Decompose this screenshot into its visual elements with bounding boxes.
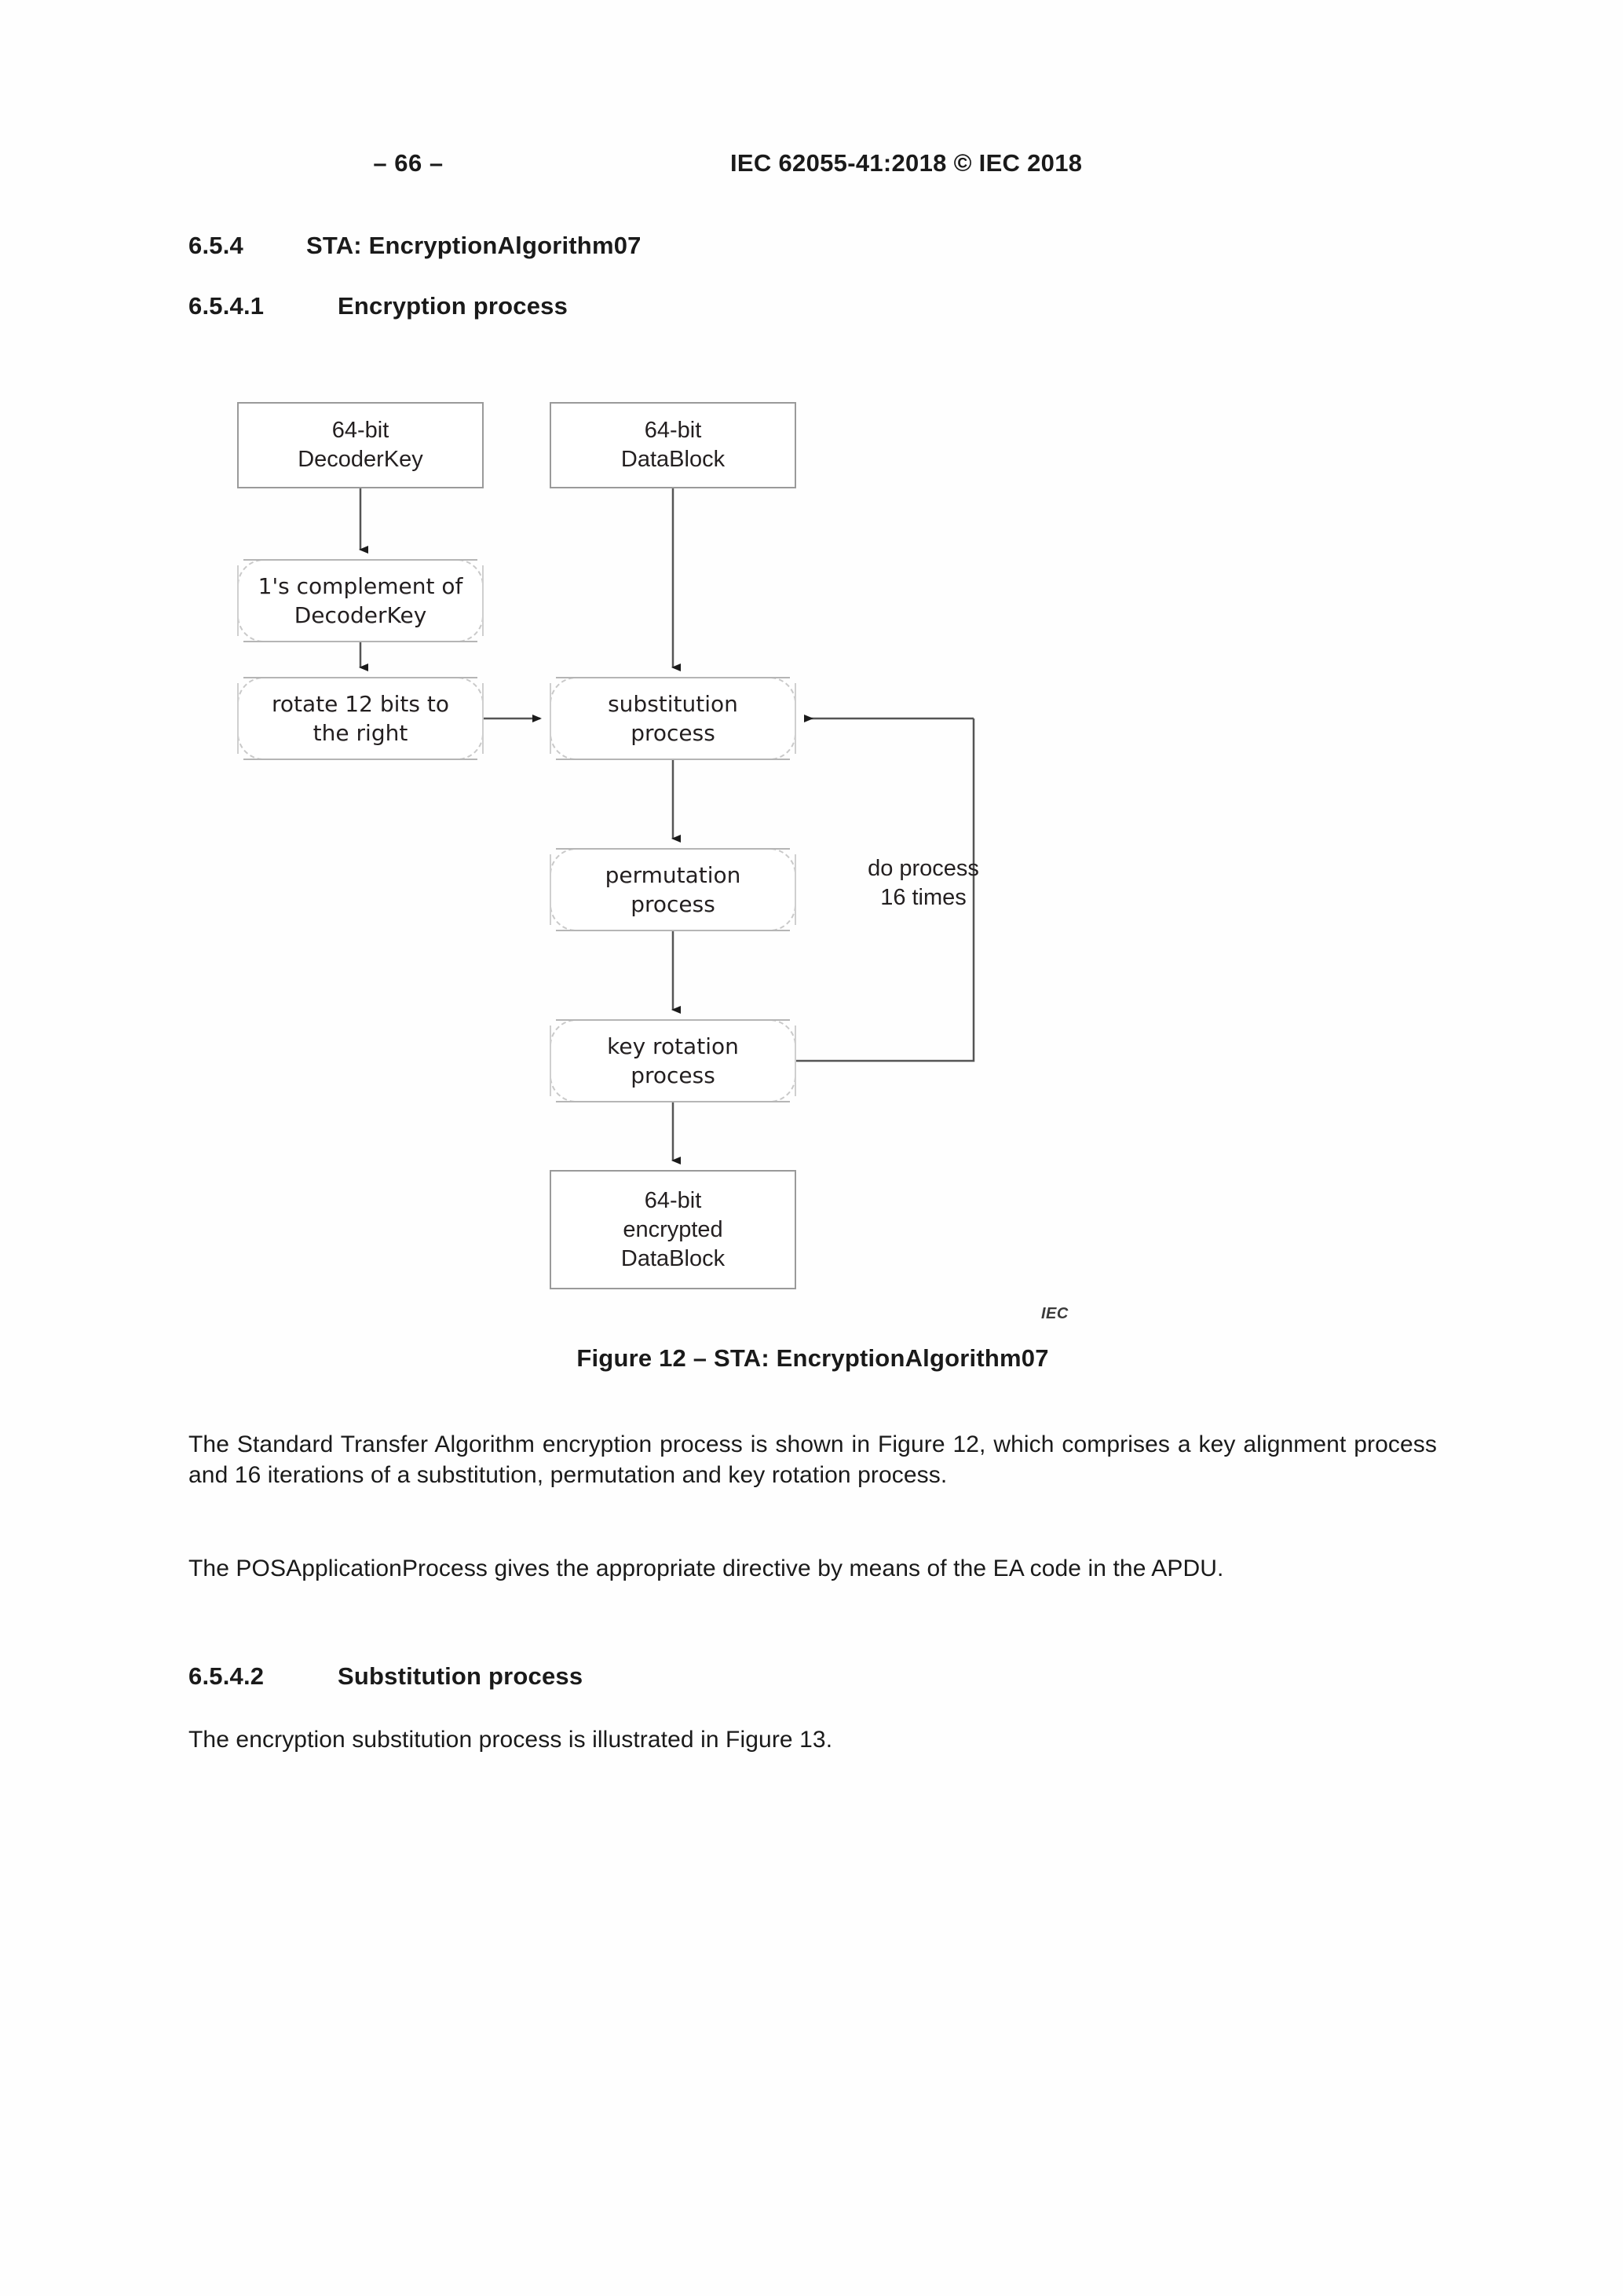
page-number: – 66 – bbox=[373, 149, 444, 177]
heading-6-5-4-1: 6.5.4.1 Encryption process bbox=[188, 292, 568, 320]
running-header: – 66 – IEC 62055-41:2018 © IEC 2018 bbox=[188, 149, 1437, 185]
figure-caption: Figure 12 – STA: EncryptionAlgorithm07 bbox=[576, 1344, 1049, 1372]
heading-6-5-4: 6.5.4 STA: EncryptionAlgorithm07 bbox=[188, 232, 642, 260]
heading-title: STA: EncryptionAlgorithm07 bbox=[306, 232, 642, 259]
heading-number: 6.5.4 bbox=[188, 232, 243, 259]
heading-6-5-4-2: 6.5.4.2 Substitution process bbox=[188, 1662, 583, 1691]
heading-number: 6.5.4.1 bbox=[188, 292, 265, 320]
heading-title: Substitution process bbox=[338, 1662, 583, 1690]
paragraph-pos-application-process: The POSApplicationProcess gives the appr… bbox=[188, 1556, 1224, 1581]
standard-reference: IEC 62055-41:2018 © IEC 2018 bbox=[730, 149, 1083, 177]
paragraph-encryption-overview: The Standard Transfer Algorithm encrypti… bbox=[188, 1431, 1437, 1488]
iec-attribution: IEC bbox=[1041, 1305, 1069, 1322]
heading-title: Encryption process bbox=[338, 292, 568, 320]
paragraph-substitution-intro: The encryption substitution process is i… bbox=[188, 1727, 833, 1753]
heading-number: 6.5.4.2 bbox=[188, 1662, 265, 1690]
figure-connectors bbox=[188, 385, 1437, 1339]
